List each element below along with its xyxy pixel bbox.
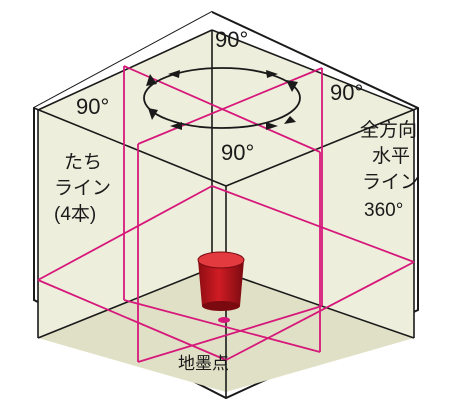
- ground-point-label: 地墨点: [178, 354, 229, 373]
- svg-text:水平: 水平: [372, 145, 410, 167]
- svg-text:360°: 360°: [364, 200, 403, 221]
- svg-text:ライン: ライン: [362, 172, 419, 193]
- svg-text:全方向: 全方向: [360, 119, 417, 141]
- svg-text:ライン: ライン: [54, 178, 111, 199]
- angle-label-right: 90°: [330, 80, 363, 105]
- svg-text:(4本): (4本): [54, 203, 96, 225]
- ground-point-dot: [218, 317, 230, 323]
- angle-label-left: 90°: [76, 94, 109, 119]
- angle-label-front: 90°: [221, 140, 254, 165]
- angle-label-top: 90°: [215, 27, 248, 52]
- svg-text:たち: たち: [64, 152, 102, 173]
